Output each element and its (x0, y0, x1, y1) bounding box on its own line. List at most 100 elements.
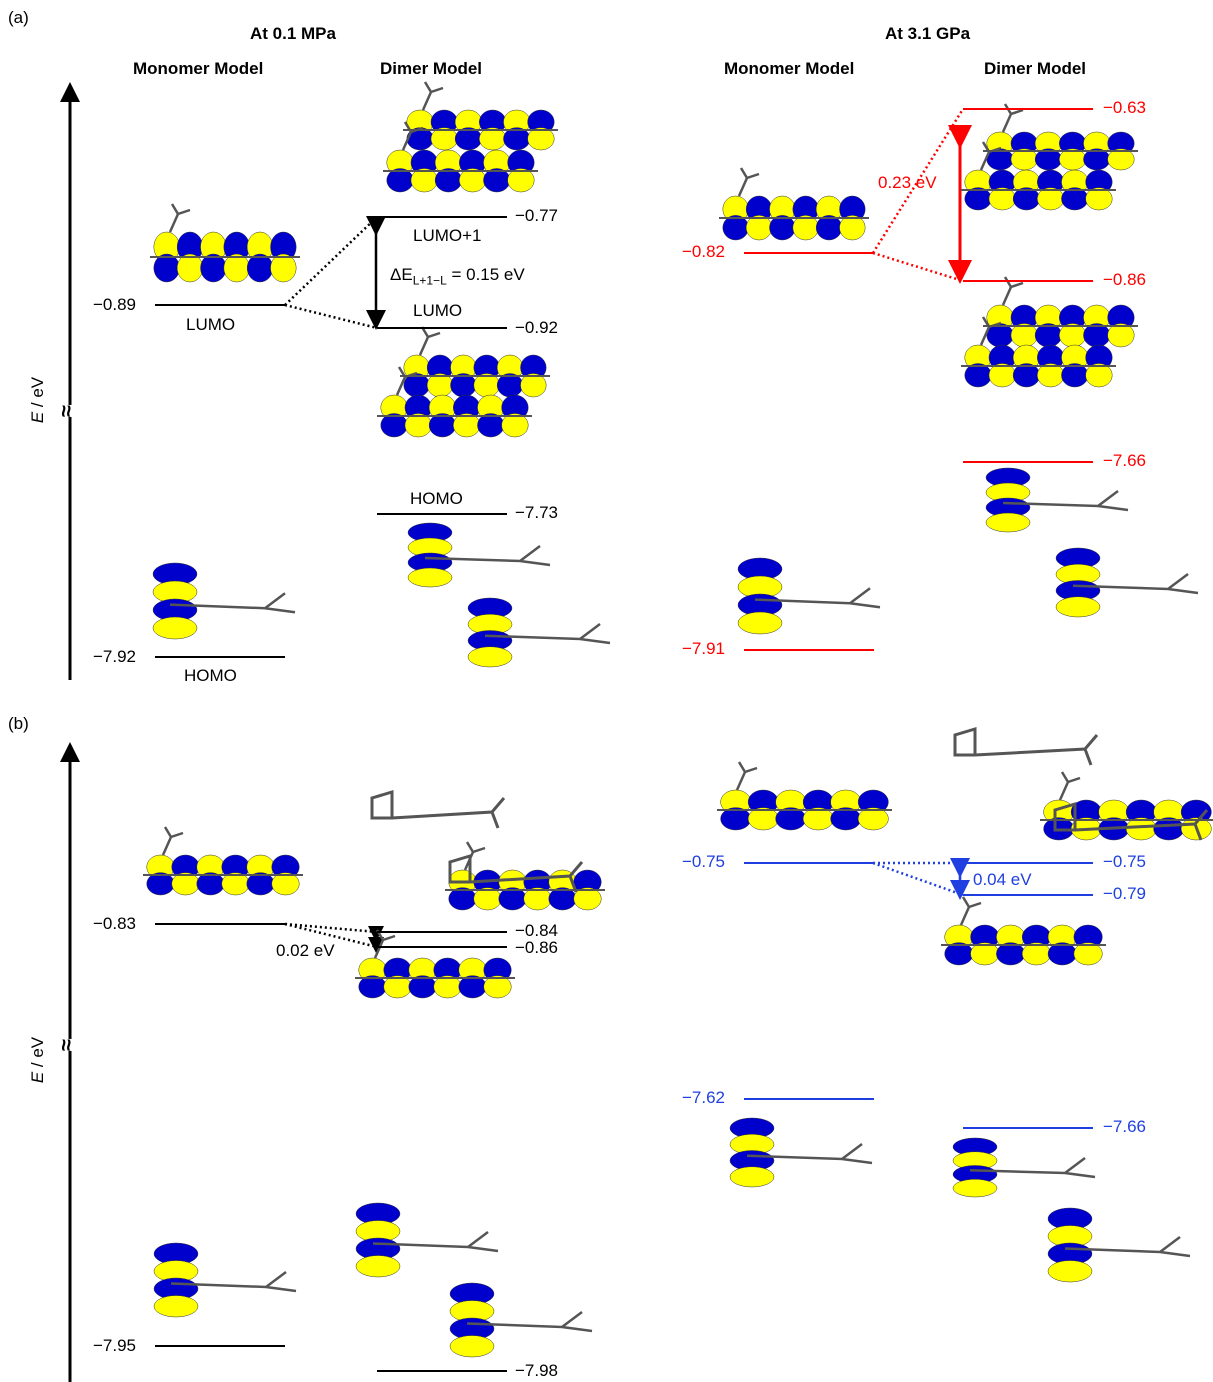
orbital-a-low-dim-lumo1-bot (383, 121, 538, 193)
orbital-a-high-mono-lumo (719, 167, 869, 241)
orbital-b-high-dim-homo-top (952, 1137, 1096, 1198)
orbital-a-high-dim-lumo1-bot (961, 141, 1116, 211)
panel-label-b: (b) (8, 714, 29, 733)
orbital-b-low-dim-homo-top (355, 1202, 499, 1278)
orbital-a-high-dim-lumo1-top (983, 103, 1138, 171)
level-a-high-dim-lumo1 (963, 108, 1093, 110)
energy-b-high-dim-lumo1: −0.75 (1103, 852, 1147, 871)
energy-axis-b (60, 742, 80, 1382)
orbital-b-low-dim-lumo-b (355, 929, 515, 999)
label-a-low-dim-homo: HOMO (410, 489, 463, 508)
axis-label-b: E / eV (28, 1036, 47, 1084)
energy-b-low-dim-lumo1: −0.84 (515, 921, 559, 940)
orbital-b-low-mono-homo (153, 1242, 297, 1318)
orbital-pictures (143, 81, 1213, 1358)
orbital-a-low-dim-lumo-top (400, 326, 550, 398)
level-b-low-mono-homo (155, 1345, 285, 1347)
gap-label-a-high: 0.23 eV (878, 173, 937, 192)
gap-label-b-high: 0.04 eV (973, 870, 1032, 889)
energy-a-low-dim-lumo1: −0.77 (515, 206, 559, 225)
orbital-b-high-mono-lumo (717, 761, 892, 831)
model-header-dimer-high: Dimer Model (984, 59, 1087, 78)
energy-b-high-dim-lumo: −0.79 (1103, 884, 1147, 903)
skeleton-b-low-dimer-bot (448, 853, 584, 893)
energy-a-low-mono-lumo: −0.89 (93, 295, 137, 314)
level-b-high-mono-lumo (744, 862, 874, 864)
axis-break-b: ≈ (54, 1038, 80, 1052)
orbital-b-high-mono-homo (729, 1117, 873, 1188)
condition-header-high: At 3.1 GPa (885, 24, 971, 43)
axis-break-a: ≈ (54, 404, 80, 418)
level-b-high-dim-lumo (963, 894, 1093, 896)
level-a-low-mono-homo (155, 656, 285, 658)
model-header-monomer-low: Monomer Model (133, 59, 264, 78)
model-header-monomer-high: Monomer Model (724, 59, 855, 78)
energy-b-low-mono-homo: −7.95 (93, 1336, 137, 1355)
orbital-a-high-dim-lumo-top (983, 276, 1138, 348)
energy-b-high-dim-homo: −7.66 (1103, 1117, 1147, 1136)
level-a-high-dim-homo (963, 461, 1093, 463)
connector-a-high (871, 108, 965, 283)
connector-a-low (284, 216, 378, 330)
orbital-b-low-dim-homo-bot (449, 1282, 593, 1358)
connector-b-high (872, 861, 964, 897)
orbital-a-high-dim-homo-bot (1055, 547, 1199, 618)
label-a-low-mono-homo: HOMO (184, 666, 237, 685)
level-b-low-dim-lumo (377, 946, 507, 948)
energy-a-high-dim-lumo: −0.86 (1103, 270, 1147, 289)
level-b-high-dim-homo (963, 1127, 1093, 1129)
energy-a-high-dim-homo: −7.66 (1103, 451, 1147, 470)
skeleton-b-low-dimer-top (370, 789, 506, 829)
panel-label-a: (a) (8, 8, 29, 27)
delta-label-a-low: ΔEL+1−L = 0.15 eV (390, 265, 525, 288)
orbital-a-high-mono-homo (737, 557, 881, 635)
orbital-a-low-mono-lumo (150, 203, 300, 283)
energy-a-high-dim-lumo1: −0.63 (1103, 98, 1147, 117)
orbital-a-low-mono-homo (152, 562, 296, 640)
orbital-b-low-mono-lumo (143, 826, 303, 896)
level-a-low-dim-lumo (377, 327, 507, 329)
gap-label-b-low: 0.02 eV (276, 941, 335, 960)
level-a-high-dim-lumo (963, 280, 1093, 282)
energy-b-high-mono-homo: −7.62 (682, 1088, 726, 1107)
energy-a-high-mono-lumo: −0.82 (682, 242, 726, 261)
level-a-high-mono-lumo (744, 252, 874, 254)
label-a-low-dim-lumo1: LUMO+1 (413, 226, 482, 245)
energy-a-low-dim-lumo: −0.92 (515, 318, 559, 337)
energy-a-high-mono-homo: −7.91 (682, 639, 726, 658)
level-b-high-mono-homo (744, 1098, 874, 1100)
orbital-a-low-dim-lumo-bot (377, 366, 532, 438)
level-a-low-dim-lumo1 (377, 216, 507, 218)
axis-label-a: E / eV (28, 376, 47, 424)
orbital-a-low-dim-lumo1-top (403, 81, 558, 151)
energy-b-low-dim-homo: −7.98 (515, 1361, 559, 1380)
model-header-dimer-low: Dimer Model (380, 59, 483, 78)
energy-a-low-mono-homo: −7.92 (93, 647, 137, 666)
condition-header-low: At 0.1 MPa (250, 24, 336, 43)
orbital-a-low-dim-homo-top (407, 522, 551, 588)
energy-b-high-mono-lumo: −0.75 (682, 852, 726, 871)
orbital-b-high-dim-homo-bot (1047, 1207, 1191, 1283)
skeleton-b-high-dimer-bot (1053, 801, 1209, 841)
connector-b-low (284, 922, 378, 949)
level-b-low-mono-lumo (155, 923, 285, 925)
skeleton-b-high-dimer-top (953, 726, 1099, 766)
level-a-low-mono-lumo (155, 304, 285, 306)
orbital-a-high-dim-lumo-bot (961, 316, 1116, 388)
label-a-low-mono-lumo: LUMO (186, 315, 236, 334)
level-b-low-dim-lumo1 (377, 931, 507, 933)
orbital-a-high-dim-homo-top (985, 467, 1129, 533)
energy-b-low-mono-lumo: −0.83 (93, 914, 137, 933)
orbital-b-high-dim-lumo (941, 896, 1106, 966)
level-a-low-dim-homo (377, 513, 507, 515)
level-b-high-dim-lumo1 (963, 862, 1093, 864)
energy-axis-a (60, 82, 80, 680)
energy-b-low-dim-lumo: −0.86 (515, 938, 559, 957)
orbital-a-low-dim-homo-bot (467, 597, 611, 668)
label-a-low-dim-lumo: LUMO (413, 301, 463, 320)
level-b-low-dim-homo (377, 1370, 507, 1372)
level-a-high-mono-homo (744, 649, 874, 651)
energy-a-low-dim-homo: −7.73 (515, 503, 559, 522)
